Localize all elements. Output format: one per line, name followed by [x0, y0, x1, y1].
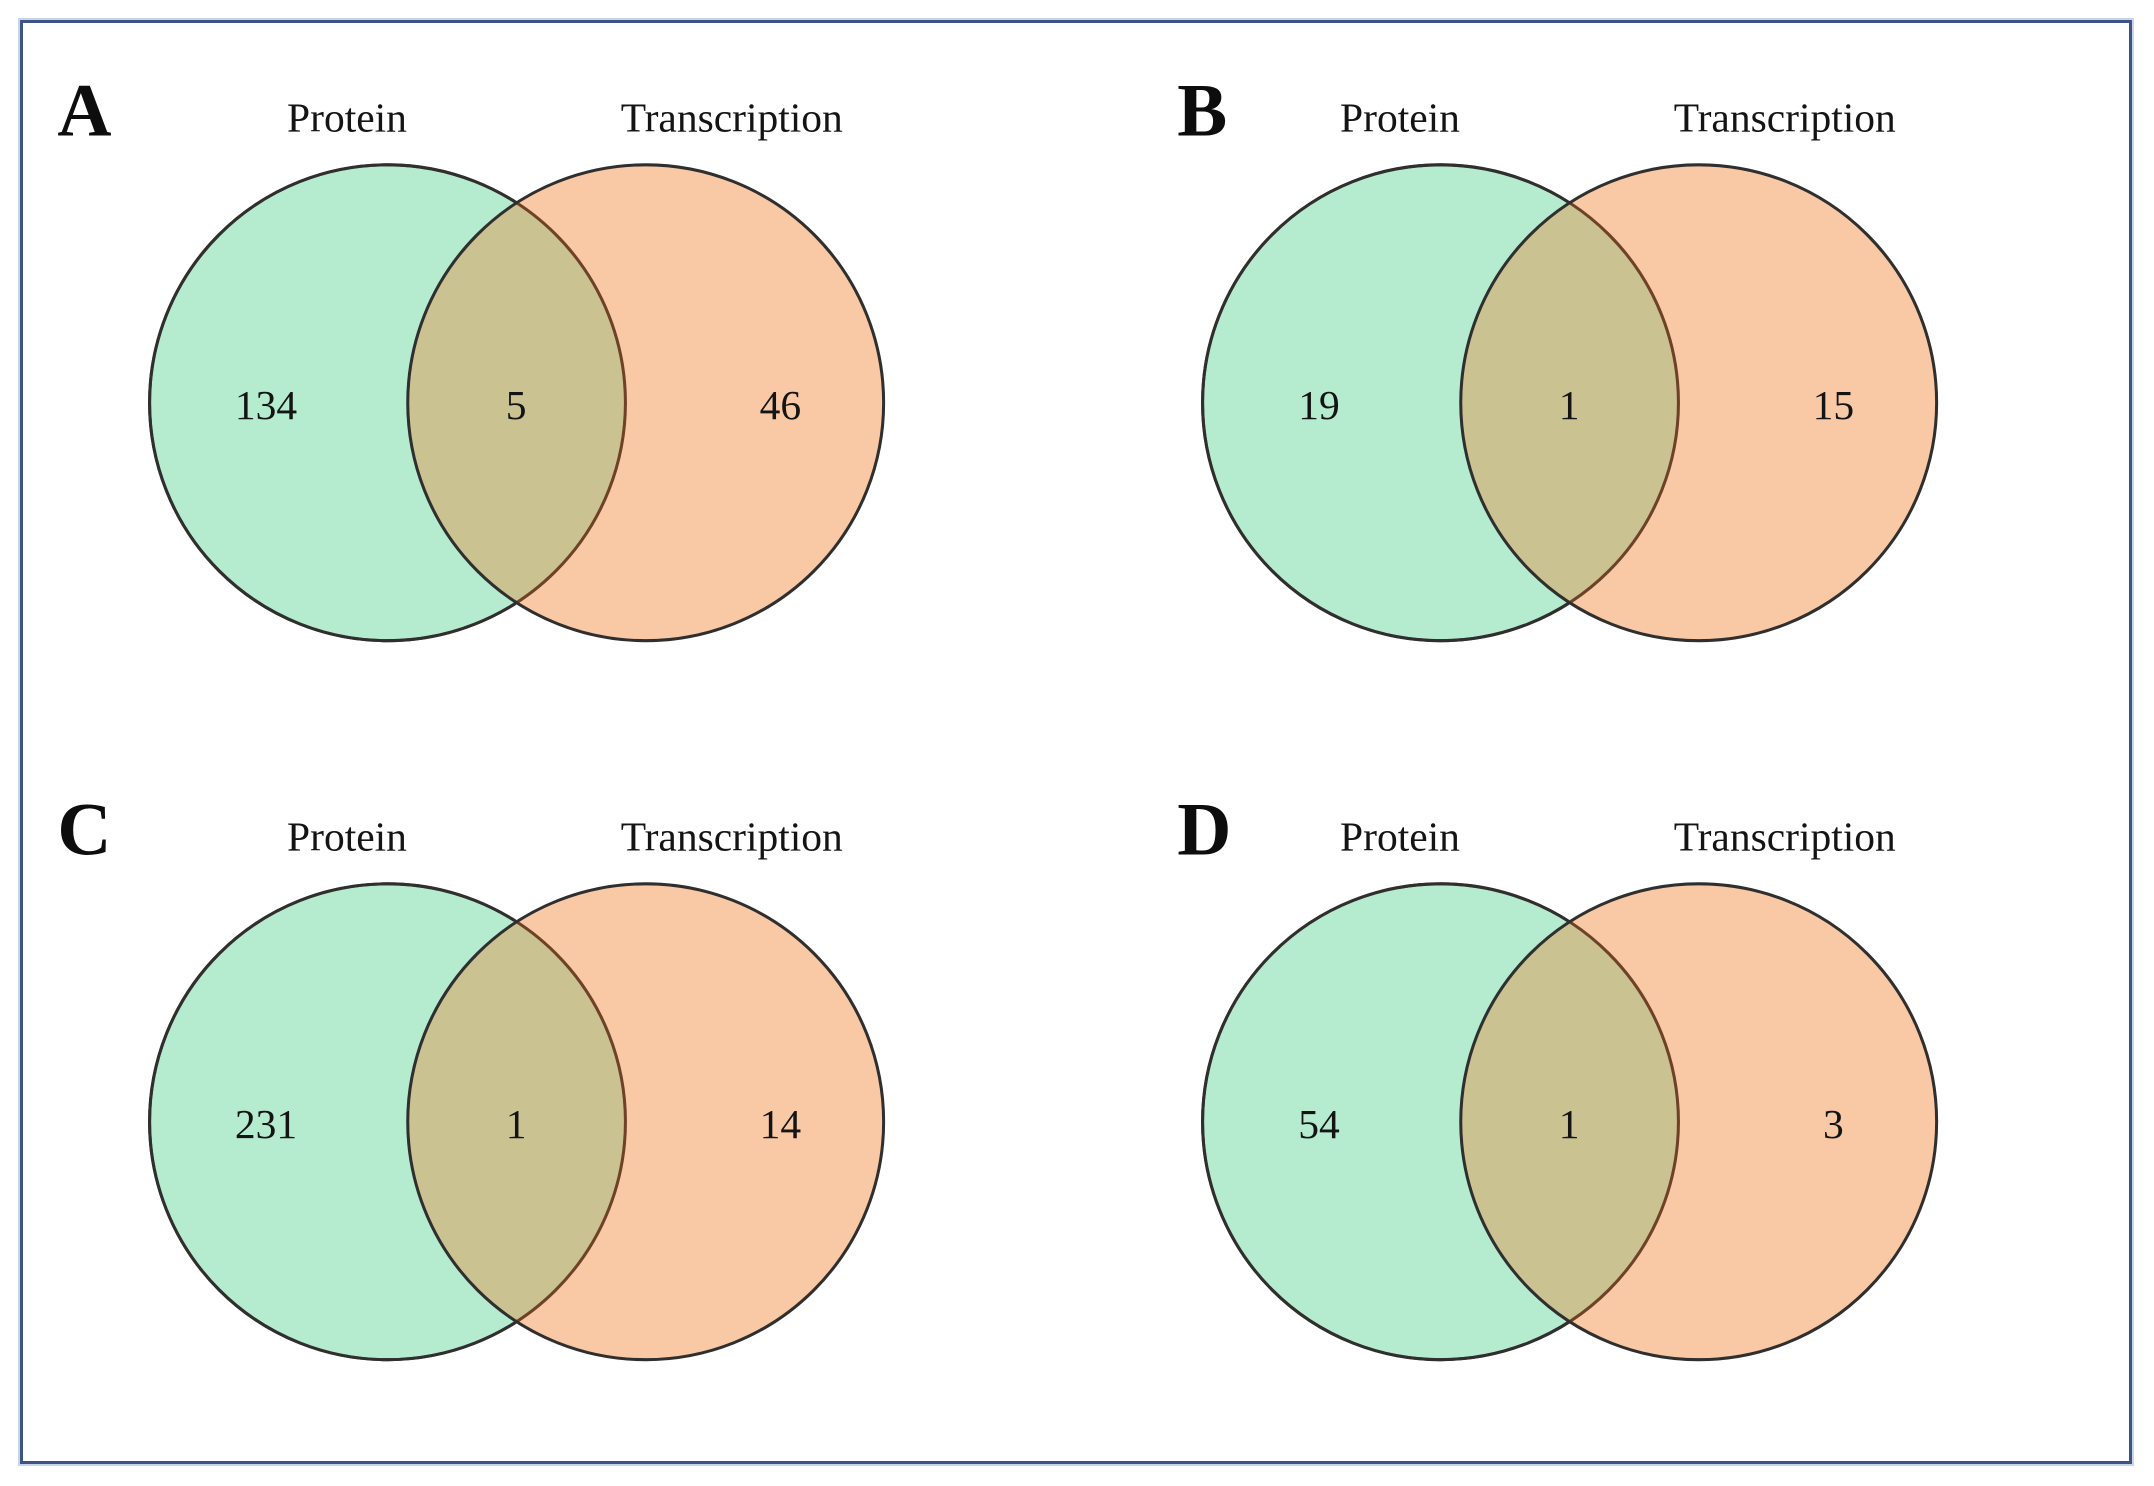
transcription-circle-outline [406, 163, 886, 643]
transcription-set-label: Transcription [1674, 813, 1896, 859]
protein-circle-outline [148, 163, 627, 643]
venn-panel-b: B Protein Transcription 19 1 15 [1177, 69, 1939, 643]
protein-circle-outline [1201, 163, 1680, 643]
protein-set-label: Protein [287, 813, 407, 859]
protein-set-label: Protein [287, 94, 407, 140]
venn-panel-a: A Protein Transcription 134 5 46 [57, 69, 886, 643]
protein-circle-outline [148, 882, 627, 1362]
overlap-region [1460, 164, 1679, 641]
panel-grid: A Protein Transcription 134 5 46 [23, 23, 2129, 1461]
panel-label: C [57, 788, 111, 871]
overlap-region [407, 164, 626, 641]
cell-b: B Protein Transcription 19 1 15 [1076, 23, 2129, 742]
transcription-circle-outline [1459, 882, 1939, 1362]
overlap-count: 1 [506, 1101, 527, 1147]
protein-circle-outline [1201, 882, 1680, 1362]
transcription-count: 14 [760, 1101, 802, 1147]
panel-label: A [57, 69, 111, 152]
overlap-count: 1 [1559, 1101, 1580, 1147]
overlap-count: 1 [1559, 382, 1580, 428]
transcription-set-label: Transcription [621, 813, 843, 859]
transcription-set-label: Transcription [621, 94, 843, 140]
protein-count: 54 [1298, 1101, 1340, 1147]
transcription-circle-outline [406, 882, 886, 1362]
figure-border: A Protein Transcription 134 5 46 [20, 20, 2132, 1464]
transcription-circle-outline [1459, 163, 1939, 643]
overlap-region [407, 883, 626, 1360]
venn-panel-c: C Protein Transcription 231 1 14 [57, 788, 886, 1362]
protein-count: 134 [235, 382, 298, 428]
transcription-count: 15 [1813, 382, 1855, 428]
panel-label: D [1177, 788, 1231, 871]
cell-d: D Protein Transcription 54 1 3 [1076, 742, 2129, 1461]
protein-set-label: Protein [1340, 813, 1460, 859]
overlap-region [1460, 883, 1679, 1360]
protein-count: 19 [1298, 382, 1340, 428]
transcription-count: 46 [760, 382, 802, 428]
transcription-count: 3 [1823, 1101, 1844, 1147]
protein-count: 231 [235, 1101, 297, 1147]
cell-c: C Protein Transcription 231 1 14 [23, 742, 1076, 1461]
cell-a: A Protein Transcription 134 5 46 [23, 23, 1076, 742]
transcription-set-label: Transcription [1674, 94, 1896, 140]
panel-label: B [1177, 69, 1227, 152]
protein-set-label: Protein [1340, 94, 1460, 140]
venn-panel-d: D Protein Transcription 54 1 3 [1177, 788, 1939, 1362]
overlap-count: 5 [506, 382, 527, 428]
